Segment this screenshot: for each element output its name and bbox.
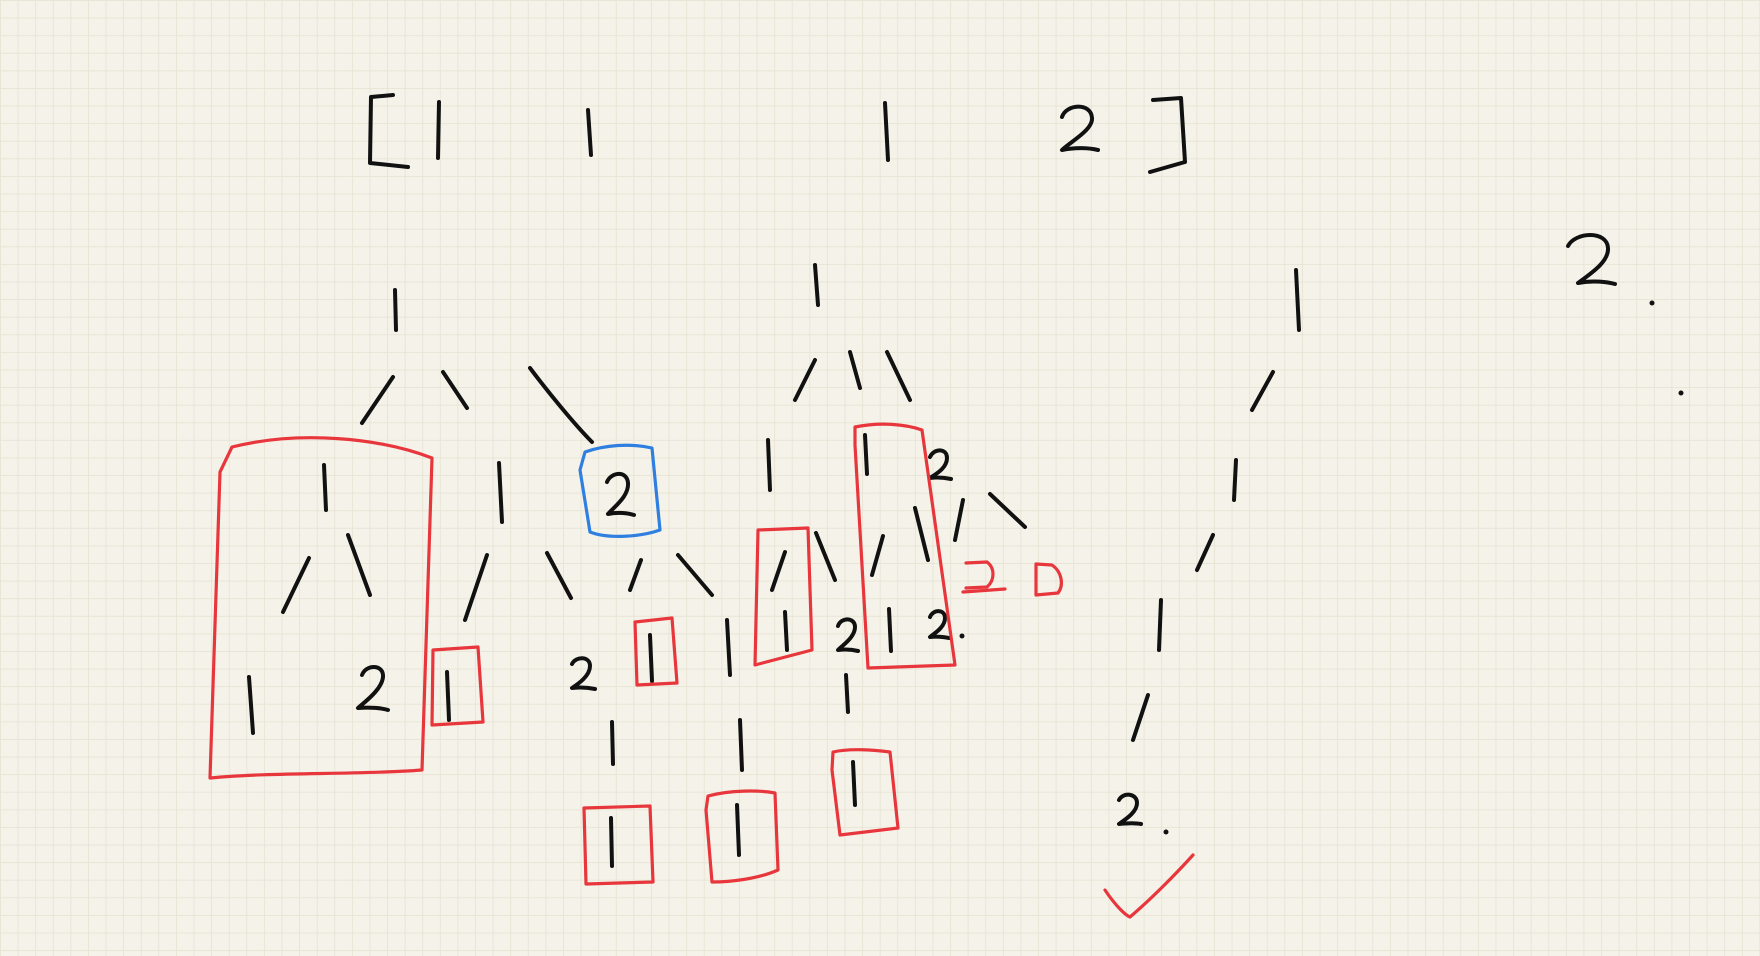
tree3-leaf-dot — [1163, 829, 1169, 835]
tree3-edge-1 — [1250, 370, 1275, 412]
tree2-node-mid — [863, 433, 869, 476]
array-value-1 — [436, 100, 441, 160]
tree1-two-edge-a — [545, 551, 573, 600]
tree3-node-2 — [1157, 598, 1163, 652]
tree3-edge-2 — [1195, 533, 1215, 572]
tree1-sub-one-box — [633, 616, 679, 687]
tree2-mid-leaf — [887, 607, 893, 653]
tree1-sub-three-leaf-2-box — [704, 789, 780, 884]
tree3-edge-3 — [1131, 693, 1150, 742]
tree1-left-leaf-1 — [247, 675, 255, 735]
array-open-bracket — [368, 93, 410, 169]
tree1-left-leaf-two — [356, 665, 390, 712]
array-close-bracket — [1148, 96, 1187, 174]
tree2-left-edge — [814, 531, 837, 582]
array-value-3 — [883, 101, 890, 162]
tree2-node-left — [766, 438, 772, 492]
tree1-two-box — [578, 443, 662, 538]
tree3-leaf-two — [1117, 792, 1143, 826]
tree2-mid-edge-b — [913, 506, 930, 562]
tree1-node-mid — [497, 461, 504, 524]
tree1-mid-leaf-box — [430, 645, 485, 727]
tree1-sub-two — [570, 656, 597, 691]
tree2-left-sub-a — [770, 550, 787, 592]
tree2-node-two — [928, 448, 953, 481]
tree1-root — [393, 288, 398, 332]
tree1-sub-two-leaf-2 — [609, 816, 614, 868]
tree1-left-edge-r — [346, 533, 372, 597]
tree2-edge-mid-a — [848, 350, 862, 390]
tree2-edge-mid-b — [885, 350, 912, 402]
tree2-left-two-leaf — [844, 673, 850, 714]
tree2-two-leaf-a-under — [961, 587, 1007, 594]
tree2-two-edge-a — [953, 498, 965, 542]
target-value — [1566, 233, 1684, 396]
target-dot-2 — [1678, 390, 1684, 396]
tree1-edge-right — [528, 366, 594, 444]
tree-3 — [1103, 268, 1301, 919]
tree-2 — [753, 263, 1063, 837]
tree1-sub-three-leaf-2 — [735, 803, 741, 857]
tree2-two-leaf-b — [1034, 562, 1063, 597]
tree2-root — [813, 263, 820, 307]
tree2-mid-box — [853, 422, 957, 670]
tree1-edge-left — [360, 375, 395, 425]
tree1-sub-three-leaf — [738, 718, 744, 772]
tree2-left-leaf — [783, 610, 789, 652]
tree2-edge-left — [793, 358, 817, 402]
tree1-two-edge-b — [628, 558, 643, 592]
tree1-sub-two-leaf — [610, 720, 615, 766]
tree1-two-edge-c — [676, 553, 714, 597]
tree-1 — [208, 288, 780, 886]
tree2-mid-two — [928, 609, 951, 640]
tree2-left-two-leaf-2 — [851, 760, 857, 807]
tree1-mid-edge — [463, 553, 489, 622]
checkmark-icon — [1103, 853, 1195, 919]
tree2-left-sub-a-box — [753, 526, 814, 667]
tree2-left-two-leaf-2-box — [830, 748, 900, 837]
tree3-node-1 — [1232, 458, 1238, 502]
tree1-mid-leaf — [445, 670, 451, 722]
array-value-2 — [586, 108, 593, 157]
tree1-sub-two-leaf-2-box — [582, 804, 655, 886]
tree1-node-two — [605, 471, 636, 517]
tree2-two-leaf-a — [964, 560, 995, 590]
tree1-sub-one — [648, 633, 654, 683]
tree2-two-edge-b — [988, 492, 1027, 529]
tree1-left-box — [208, 436, 434, 780]
tree2-left-two — [836, 617, 860, 653]
tree3-root — [1294, 268, 1301, 332]
tree1-left-edge-l — [281, 556, 311, 614]
tree2-mid-two-dot — [959, 633, 965, 639]
target-dot — [1649, 300, 1655, 306]
target-two — [1566, 233, 1617, 286]
tree2-mid-edge-a — [870, 534, 885, 577]
tree1-node-left — [322, 463, 328, 512]
tree1-edge-mid — [441, 370, 469, 410]
array-value-4-two — [1060, 104, 1100, 152]
array-row — [368, 93, 1187, 174]
tree1-sub-three — [725, 618, 732, 677]
